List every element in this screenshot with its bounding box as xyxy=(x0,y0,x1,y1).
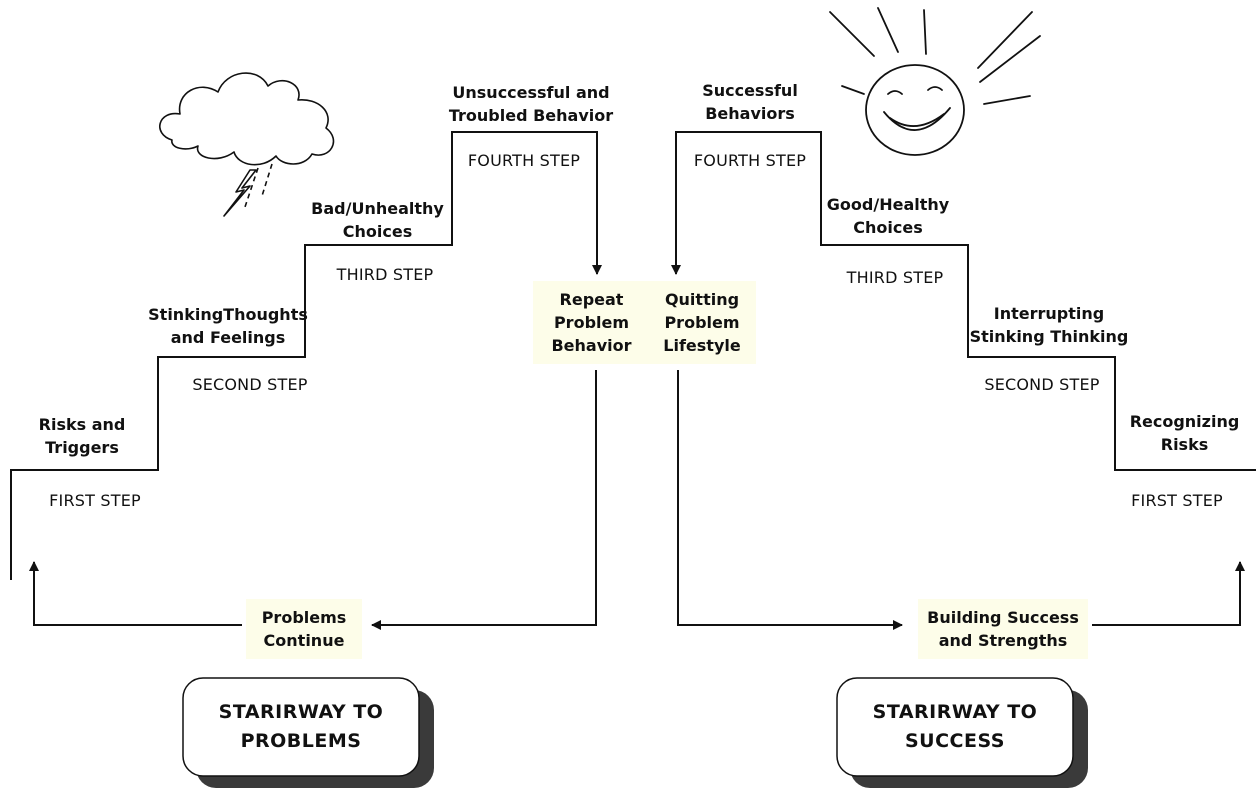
left-title: STARIRWAY TO PROBLEMS xyxy=(218,701,384,752)
right-step3-name: THIRD STEP xyxy=(846,268,944,287)
right-title-box xyxy=(836,677,1074,777)
smiling-sun-icon xyxy=(829,7,1041,156)
right-step4-label: Successful Behaviors xyxy=(702,81,798,123)
left-restart-arrow xyxy=(29,561,242,626)
right-staircase-line xyxy=(671,131,1256,471)
right-step3-label: Good/Healthy Choices xyxy=(826,195,950,237)
left-staircase-line xyxy=(10,131,602,580)
right-restart-arrow xyxy=(1092,561,1245,626)
left-title-box xyxy=(182,677,420,777)
right-title: STARIRWAY TO SUCCESS xyxy=(872,701,1038,752)
left-step1-label: Risks and Triggers xyxy=(38,415,126,457)
right-progress-line xyxy=(677,370,903,630)
left-step1-name: FIRST STEP xyxy=(49,491,141,510)
storm-cloud-icon xyxy=(159,72,335,217)
left-result-label: Problems Continue xyxy=(246,599,362,659)
left-return-line xyxy=(371,370,597,630)
right-step2-name: SECOND STEP xyxy=(984,375,1100,394)
left-step4-name: FOURTH STEP xyxy=(467,151,581,170)
left-step4-label: Unsuccessful and Troubled Behavior xyxy=(448,83,614,125)
right-step1-name: FIRST STEP xyxy=(1131,491,1223,510)
left-step2-name: SECOND STEP xyxy=(192,375,308,394)
right-outcome-label: Quitting Problem Lifestyle xyxy=(648,281,756,364)
left-step2-label: StinkingThoughts and Feelings xyxy=(148,305,308,347)
right-step4-name: FOURTH STEP xyxy=(693,151,807,170)
left-step3-label: Bad/Unhealthy Choices xyxy=(311,199,444,241)
right-step2-label: Interrupting Stinking Thinking xyxy=(969,304,1129,346)
left-outcome-label: Repeat Problem Behavior xyxy=(533,281,650,364)
right-result-label: Building Success and Strengths xyxy=(918,599,1088,659)
left-step3-name: THIRD STEP xyxy=(336,265,434,284)
right-step1-label: Recognizing Risks xyxy=(1129,412,1240,454)
